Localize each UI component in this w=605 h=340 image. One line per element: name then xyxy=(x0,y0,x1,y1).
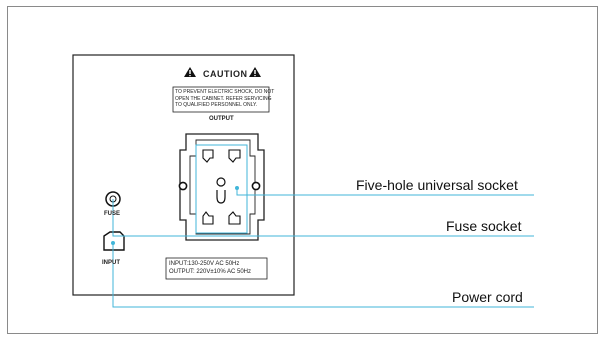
power-inlet xyxy=(103,231,125,251)
socket-highlight xyxy=(195,144,248,234)
warning-icon-left xyxy=(184,67,196,77)
input-label: INPUT xyxy=(102,260,120,266)
caution-box xyxy=(172,86,270,113)
socket-pin-center xyxy=(216,177,226,204)
power-leader-line xyxy=(112,243,534,308)
caution-text: TO PREVENT ELECTRIC SHOCK, DO NOT OPEN T… xyxy=(175,89,275,108)
rating-box xyxy=(165,257,268,280)
fuse-callout-label: Fuse socket xyxy=(446,218,522,234)
outlet-plate xyxy=(179,133,265,241)
leader-lines xyxy=(111,186,534,308)
socket-leader-line xyxy=(236,188,534,196)
socket-callout-label: Five-hole universal socket xyxy=(356,177,518,193)
output-label: OUTPUT xyxy=(209,116,234,122)
caution-title: CAUTION xyxy=(203,69,248,79)
screw-hole-left xyxy=(178,181,188,191)
screw-hole-right xyxy=(251,181,261,191)
rating-text: INPUT:130-250V AC 50Hz OUTPUT: 220V±10% … xyxy=(169,261,251,275)
power-callout-label: Power cord xyxy=(452,289,523,305)
socket-pins-bottom xyxy=(202,211,241,225)
outlet-plate-inner xyxy=(189,139,256,235)
socket-pins-top xyxy=(202,149,241,163)
fuse-label: FUSE xyxy=(104,211,121,217)
warning-icon-right xyxy=(249,67,261,77)
fuse-leader-line xyxy=(112,199,534,237)
